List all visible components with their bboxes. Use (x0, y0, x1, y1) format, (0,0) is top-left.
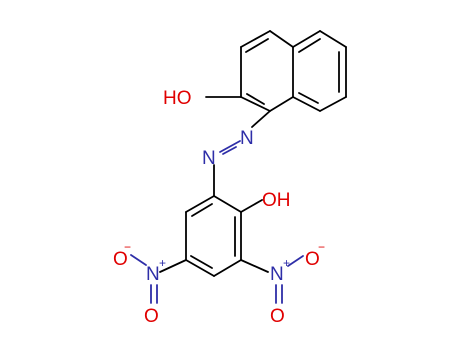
nitro-left-n: N (146, 264, 160, 285)
naphthyl-azo-bond (251, 110, 271, 128)
nitro-right-n-charge: + (283, 256, 290, 270)
nitro-left-c-n-bond (159, 259, 187, 273)
azo-n-upper: N (240, 128, 254, 149)
azo-double-bond (219, 140, 241, 155)
nitro-left-n-charge: + (159, 256, 166, 270)
phenol-oh-label: OH (262, 190, 291, 211)
nitro-right-c-n-bond (240, 259, 269, 273)
naphthol-oh-label: HO (163, 88, 192, 109)
nitro-left-o-charge: − (124, 240, 131, 254)
nitro-right-o-bottom: O (270, 306, 285, 327)
nitro-left-o-top: O (113, 249, 128, 270)
phenol-c-o-bond (240, 199, 263, 213)
nitro-group-right: N + O − O (270, 240, 325, 327)
nitro-left-o-bottom: O (144, 306, 159, 327)
naphthalene-ring-right (292, 30, 347, 112)
nitro-right-n: N (270, 264, 284, 285)
nitro-group-left: N + O − O (113, 240, 166, 327)
azo-n-lower: N (202, 148, 216, 169)
nitro-right-o-top: O (305, 249, 320, 270)
naphthalene-ring-left (240, 30, 294, 112)
nitro-right-o-charge: − (318, 240, 325, 254)
phenyl-ring (185, 195, 242, 277)
